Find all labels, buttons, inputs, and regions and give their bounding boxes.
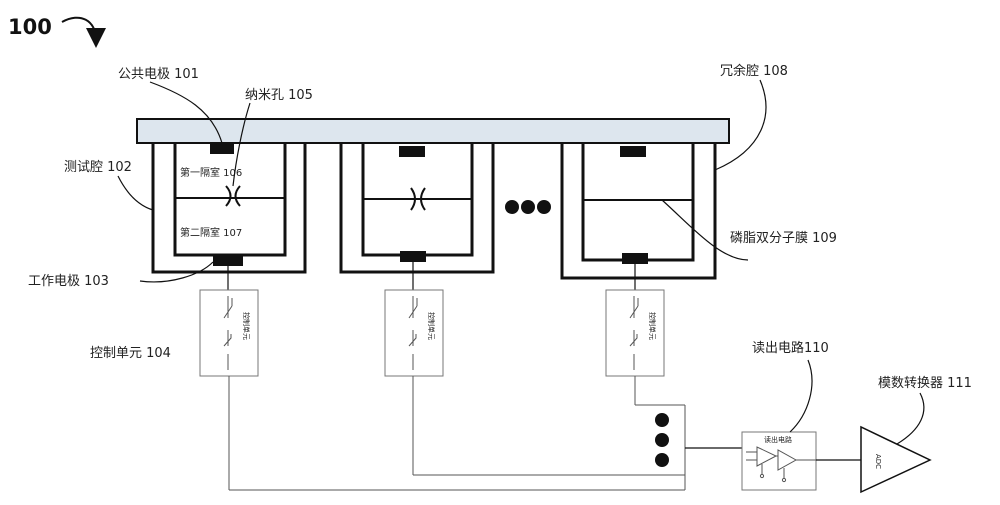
working-electrode-2: [400, 251, 426, 262]
ellipsis-dot: [537, 200, 551, 214]
test-chamber-label: 测试腔 102: [64, 160, 132, 175]
second-compartment-label: 第二隔室 107: [180, 226, 242, 239]
ellipsis-dot: [521, 200, 535, 214]
control-unit-inner-label: 控制单元: [648, 312, 657, 340]
common-electrode-1: [210, 143, 234, 154]
adc-inner-label: ADC: [874, 454, 882, 469]
adc-leader: [897, 393, 924, 444]
figure-arrow: [62, 18, 96, 40]
lipid-bilayer-leader: [662, 200, 748, 260]
first-compartment-label: 第一隔室 106: [180, 166, 242, 179]
adc-label: 模数转换器 111: [878, 376, 972, 391]
test-chamber-1: 第一隔室 106 第二隔室 107: [153, 143, 305, 272]
control-unit-2: 控制单元: [385, 290, 443, 376]
bus-wiring: [229, 376, 742, 490]
common-electrode-label: 公共电极 101: [118, 67, 199, 82]
common-electrode-2: [399, 146, 425, 157]
control-unit-inner-label: 控制单元: [242, 312, 251, 340]
figure-number: 100: [8, 15, 52, 39]
ellipsis-dot: [505, 200, 519, 214]
test-chamber-leader: [118, 176, 153, 210]
bus-dot: [655, 433, 669, 447]
nanopore-icon-1: [226, 186, 240, 206]
working-electrode-label: 工作电极 103: [28, 274, 109, 289]
common-electrode-3: [620, 146, 646, 157]
control-unit-label: 控制单元 104: [90, 346, 171, 361]
control-unit-1: 控制单元: [200, 290, 258, 376]
nanopore-label: 纳米孔 105: [245, 88, 313, 103]
redundant-chamber-label: 冗余腔 108: [720, 63, 788, 79]
control-unit-3: 控制单元: [606, 290, 664, 376]
test-chamber-3: [562, 143, 715, 278]
bus-dot: [655, 413, 669, 427]
common-plate: [137, 119, 729, 143]
test-chamber-2: [341, 143, 493, 272]
working-electrode-3: [622, 253, 648, 264]
readout-circuit-leader: [790, 360, 812, 432]
lipid-bilayer-label: 磷脂双分子膜 109: [730, 231, 837, 246]
adc-block: ADC: [861, 427, 930, 492]
working-electrode-1: [213, 255, 243, 266]
readout-inner-label: 读出电路: [764, 435, 792, 444]
readout-circuit: 读出电路: [742, 432, 816, 490]
bus-dot: [655, 453, 669, 467]
readout-circuit-label: 读出电路110: [752, 340, 829, 356]
control-unit-inner-label: 控制单元: [427, 312, 436, 340]
